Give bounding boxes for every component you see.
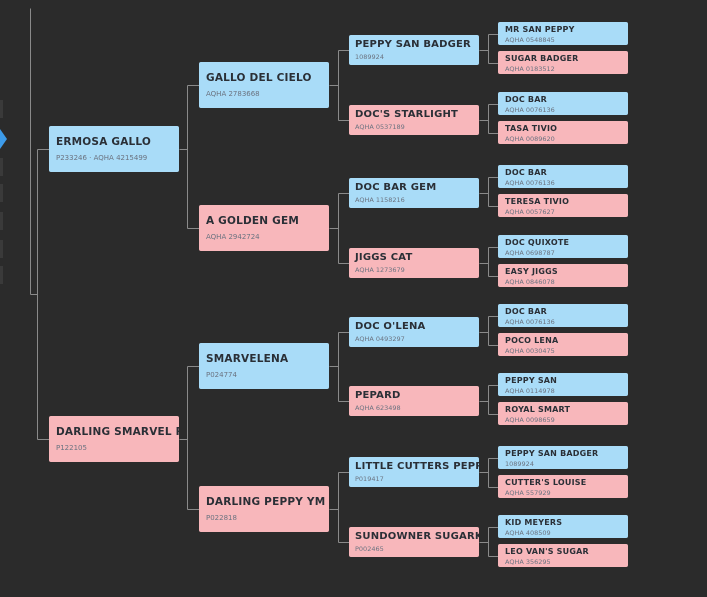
registration-number: AQHA 408509	[505, 529, 551, 537]
horse-name: POCO LENA	[505, 336, 559, 345]
horse-name: DOC BAR	[505, 95, 547, 104]
pedigree-node-sss[interactable]: PEPPY SAN BADGER 1089924	[349, 35, 479, 65]
registration-number: P233246 · AQHA 4215499	[56, 154, 148, 162]
horse-name: KID MEYERS	[505, 518, 563, 527]
registration-number: 1089924	[355, 53, 384, 61]
registration-number: AQHA 623498	[355, 404, 401, 412]
registration-number: 1089924	[505, 460, 534, 468]
pedigree-node-ssd[interactable]: DOC'S STARLIGHT AQHA 0537189	[349, 105, 479, 135]
horse-name: DARLING PEPPY YM	[206, 496, 326, 508]
registration-number: AQHA 0537189	[355, 123, 405, 131]
horse-name: SMARVELENA	[206, 353, 289, 365]
horse-name: DOC BAR	[505, 168, 547, 177]
horse-name: DARLING SMARVEL RHF	[56, 426, 179, 438]
horse-name: DOC BAR	[505, 307, 547, 316]
pedigree-node-sddd[interactable]: EASY JIGGS AQHA 0846078	[498, 264, 628, 287]
pedigree-node-sd[interactable]: A GOLDEN GEM AQHA 2942724	[199, 205, 329, 251]
registration-number: AQHA 557929	[505, 489, 551, 497]
registration-number: AQHA 0076136	[505, 106, 555, 114]
pedigree-node-dsdd[interactable]: ROYAL SMART AQHA 0098659	[498, 402, 628, 425]
pedigree-node-dds[interactable]: LITTLE CUTTERS PEPPY P019417	[349, 457, 479, 487]
horse-name: JIGGS CAT	[355, 252, 413, 263]
horse-name: CUTTER'S LOUISE	[505, 478, 587, 487]
horse-name: PEPARD	[355, 390, 401, 401]
registration-number: AQHA 2942724	[206, 233, 260, 241]
registration-number: P022818	[206, 514, 237, 522]
pedigree-node-ddds[interactable]: KID MEYERS AQHA 408509	[498, 515, 628, 538]
pedigree-node-ssdd[interactable]: TASA TIVIO AQHA 0089620	[498, 121, 628, 144]
registration-number: AQHA 0076136	[505, 318, 555, 326]
horse-name: ERMOSA GALLO	[56, 136, 152, 148]
pedigree-node-dssd[interactable]: POCO LENA AQHA 0030475	[498, 333, 628, 356]
pedigree-node-dsss[interactable]: DOC BAR AQHA 0076136	[498, 304, 628, 327]
registration-number: AQHA 0098659	[505, 416, 555, 424]
side-panel-tab[interactable]	[0, 158, 3, 176]
pedigree-node-sdss[interactable]: DOC BAR AQHA 0076136	[498, 165, 628, 188]
horse-name: TERESA TIVIO	[505, 197, 570, 206]
horse-name: GALLO DEL CIELO	[206, 72, 312, 84]
registration-number: AQHA 0846078	[505, 278, 555, 286]
horse-name: DOC QUIXOTE	[505, 238, 570, 247]
pedigree-node-ds[interactable]: SMARVELENA P024774	[199, 343, 329, 389]
horse-name: TASA TIVIO	[505, 124, 558, 133]
pedigree-node-ddd[interactable]: SUNDOWNER SUGARKID P002465	[349, 527, 479, 557]
registration-number: AQHA 356295	[505, 558, 551, 566]
horse-name: SUNDOWNER SUGARKID	[355, 531, 479, 542]
side-panel-tab[interactable]	[0, 240, 3, 258]
registration-number: AQHA 0183512	[505, 65, 555, 73]
pedigree-node-dddd[interactable]: LEO VAN'S SUGAR AQHA 356295	[498, 544, 628, 567]
registration-number: AQHA 0548845	[505, 36, 555, 44]
registration-number: AQHA 2783668	[206, 90, 260, 98]
horse-name: PEPPY SAN	[505, 376, 558, 385]
registration-number: P019417	[355, 475, 384, 483]
pedigree-node-dd[interactable]: DARLING PEPPY YM P022818	[199, 486, 329, 532]
pedigree-node-ssss[interactable]: MR SAN PEPPY AQHA 0548845	[498, 22, 628, 45]
pedigree-node-dsds[interactable]: PEPPY SAN AQHA 0114978	[498, 373, 628, 396]
registration-number: AQHA 0089620	[505, 135, 555, 143]
horse-name: DOC'S STARLIGHT	[355, 109, 459, 120]
registration-number: AQHA 0698787	[505, 249, 555, 257]
registration-number: AQHA 1158216	[355, 196, 405, 204]
registration-number: P122105	[56, 444, 87, 452]
pedigree-node-sds[interactable]: DOC BAR GEM AQHA 1158216	[349, 178, 479, 208]
pedigree-node-ddss[interactable]: PEPPY SAN BADGER 1089924	[498, 446, 628, 469]
side-panel-tab[interactable]	[0, 266, 3, 284]
registration-number: AQHA 0493297	[355, 335, 405, 343]
horse-name: A GOLDEN GEM	[206, 215, 299, 227]
horse-name: PEPPY SAN BADGER	[355, 39, 471, 50]
registration-number: AQHA 0030475	[505, 347, 555, 355]
pedigree-node-ssds[interactable]: DOC BAR AQHA 0076136	[498, 92, 628, 115]
pedigree-node-d[interactable]: DARLING SMARVEL RHF P122105	[49, 416, 179, 462]
chevron-right-icon[interactable]	[0, 127, 7, 151]
pedigree-node-sdsd[interactable]: TERESA TIVIO AQHA 0057627	[498, 194, 628, 217]
pedigree-node-sssd[interactable]: SUGAR BADGER AQHA 0183512	[498, 51, 628, 74]
registration-number: P002465	[355, 545, 384, 553]
horse-name: DOC O'LENA	[355, 321, 426, 332]
side-panel-tab[interactable]	[0, 212, 3, 230]
horse-name: DOC BAR GEM	[355, 182, 437, 193]
pedigree-node-ss[interactable]: GALLO DEL CIELO AQHA 2783668	[199, 62, 329, 108]
horse-name: SUGAR BADGER	[505, 54, 579, 63]
registration-number: AQHA 0076136	[505, 179, 555, 187]
registration-number: AQHA 0114978	[505, 387, 555, 395]
registration-number: P024774	[206, 371, 237, 379]
side-panel-tab[interactable]	[0, 100, 3, 118]
horse-name: PEPPY SAN BADGER	[505, 449, 599, 458]
pedigree-node-sdds[interactable]: DOC QUIXOTE AQHA 0698787	[498, 235, 628, 258]
horse-name: LITTLE CUTTERS PEPPY	[355, 461, 479, 472]
horse-name: EASY JIGGS	[505, 267, 558, 276]
pedigree-node-sdd[interactable]: JIGGS CAT AQHA 1273679	[349, 248, 479, 278]
side-panel-tab[interactable]	[0, 184, 3, 202]
horse-name: MR SAN PEPPY	[505, 25, 575, 34]
pedigree-node-dsd[interactable]: PEPARD AQHA 623498	[349, 386, 479, 416]
horse-name: ROYAL SMART	[505, 405, 571, 414]
registration-number: AQHA 0057627	[505, 208, 555, 216]
pedigree-node-dss[interactable]: DOC O'LENA AQHA 0493297	[349, 317, 479, 347]
registration-number: AQHA 1273679	[355, 266, 405, 274]
pedigree-node-ddsd[interactable]: CUTTER'S LOUISE AQHA 557929	[498, 475, 628, 498]
pedigree-node-s[interactable]: ERMOSA GALLO P233246 · AQHA 4215499	[49, 126, 179, 172]
horse-name: LEO VAN'S SUGAR	[505, 547, 589, 556]
